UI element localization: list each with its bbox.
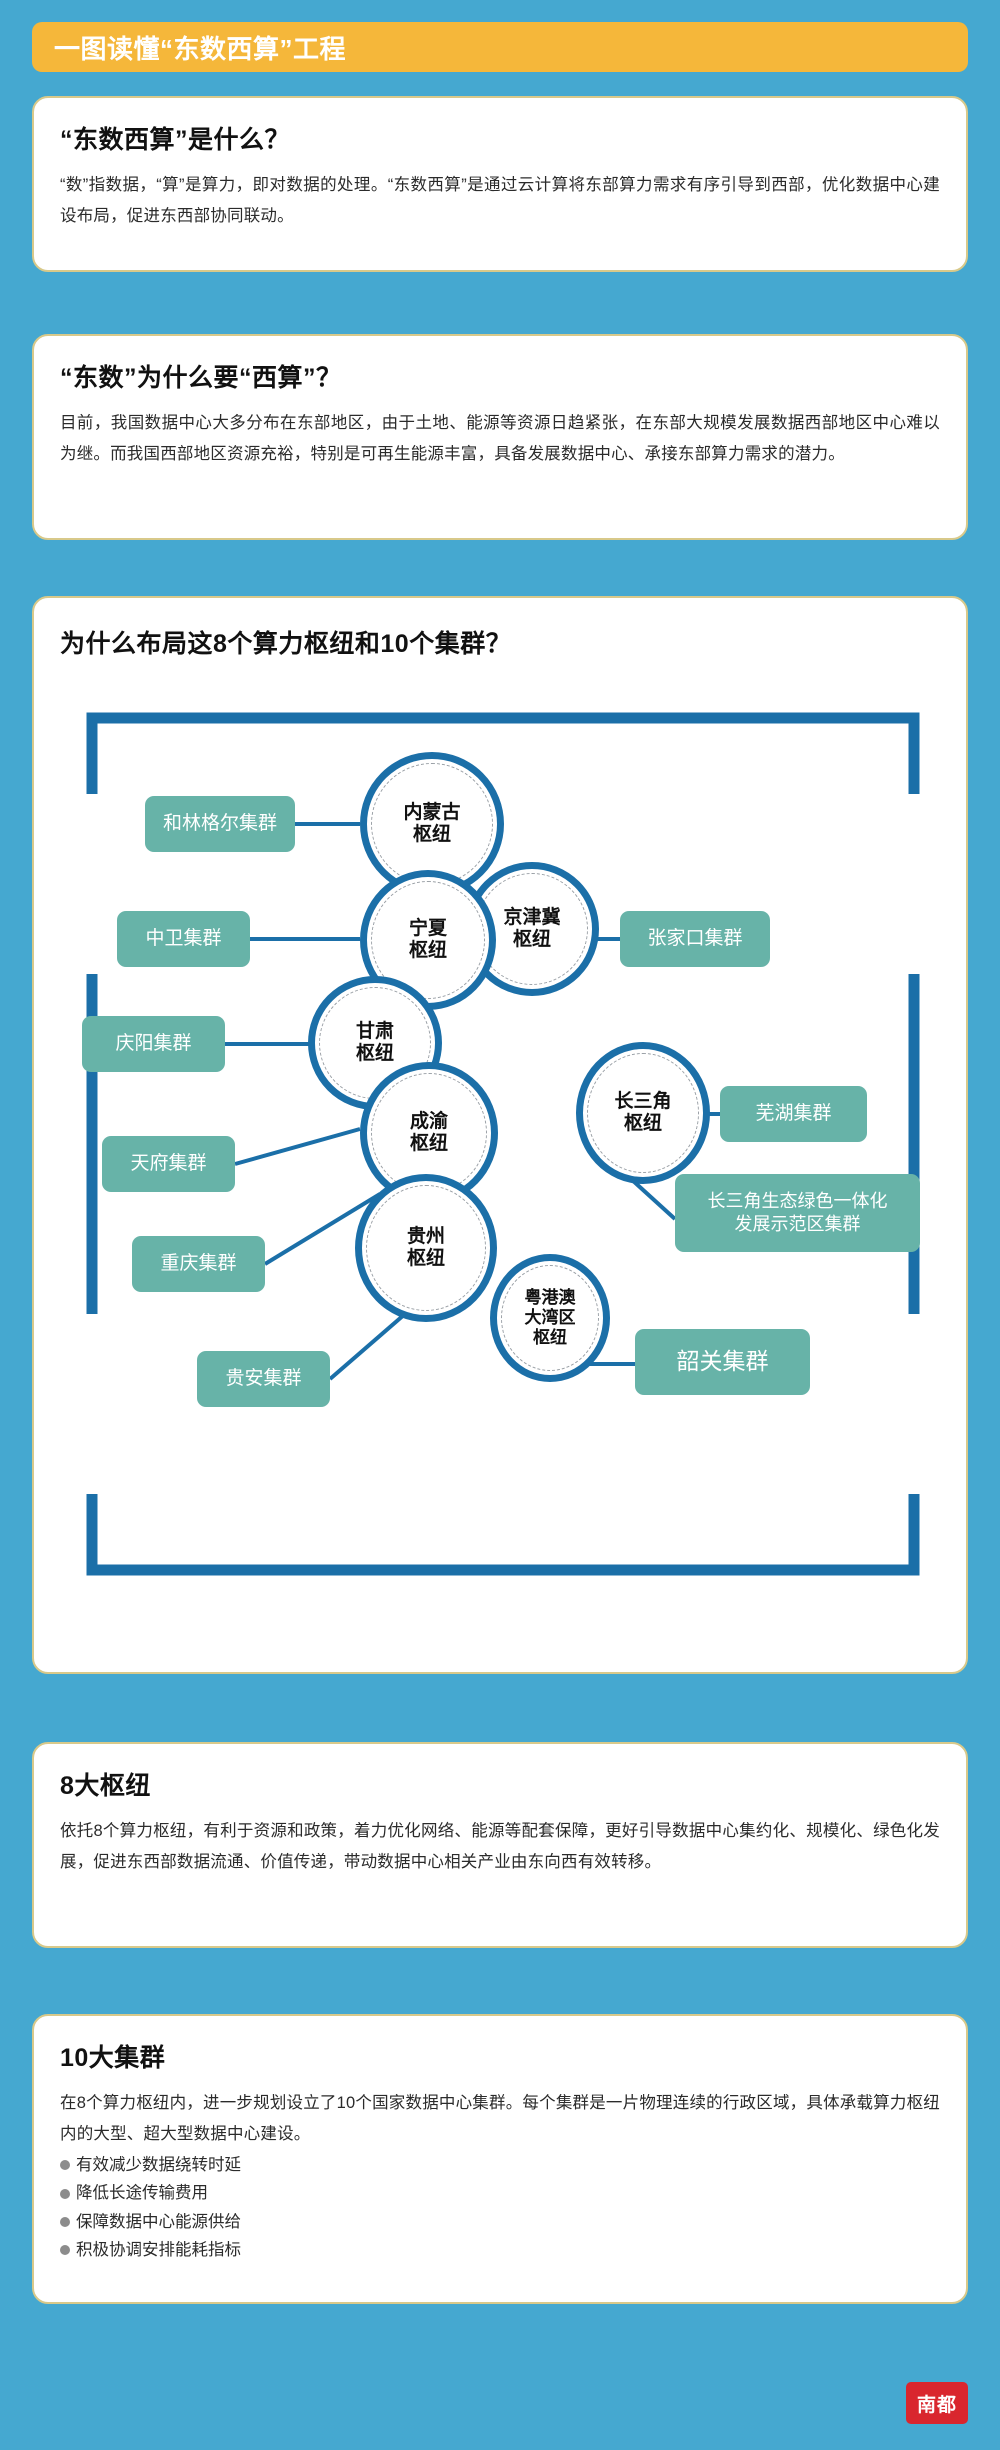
banner-title: 一图读懂“东数西算”工程 — [54, 33, 347, 64]
card-hubs-body: 依托8个算力枢纽，有利于资源和政策，着力优化网络、能源等配套保障，更好引导数据中… — [60, 1822, 940, 1871]
cluster-tianfu: 天府集群 — [102, 1136, 235, 1192]
list-item: 有效减少数据绕转时延 — [60, 2151, 940, 2179]
cluster-guian-label: 贵安集群 — [225, 1367, 302, 1389]
card-why-body: 目前，我国数据中心大多分布在东部地区，由于土地、能源等资源日趋紧张，在东部大规模… — [60, 414, 940, 463]
card-what-is: “东数西算”是什么？ “数”指数据，“算”是算力，即对数据的处理。“东数西算”是… — [32, 96, 968, 272]
card-why-title: “东数”为什么要“西算”？ — [60, 364, 342, 392]
publisher-logo-label: 南都 — [916, 2394, 957, 2416]
card-eight-hubs: 8大枢纽 依托8个算力枢纽，有利于资源和政策，着力优化网络、能源等配套保障，更好… — [32, 1742, 968, 1948]
cluster-chongqing: 重庆集群 — [132, 1236, 265, 1292]
hub-changsanjiao-label: 长三角枢纽 — [614, 1090, 672, 1134]
cluster-qingyang-label: 庆阳集群 — [115, 1032, 192, 1054]
diagram-connector-layer — [86, 712, 920, 1576]
hub-chengyu: 成渝枢纽 — [360, 1062, 498, 1204]
cluster-wuhu: 芜湖集群 — [720, 1086, 867, 1142]
cluster-wuhu-label: 芜湖集群 — [755, 1102, 832, 1124]
card-layout-title: 为什么布局这8个算力枢纽和10个集群？ — [60, 630, 512, 658]
bullet-label: 有效减少数据绕转时延 — [76, 2156, 241, 2175]
hub-yuegangao-label: 粤港澳大湾区枢纽 — [524, 1287, 576, 1348]
bullet-label: 降低长途传输费用 — [76, 2184, 208, 2203]
bullet-dot-icon — [60, 2216, 70, 2227]
clusters-benefit-list: 有效减少数据绕转时延 降低长途传输费用 保障数据中心能源供给 积极协调安排能耗指… — [60, 2151, 940, 2265]
hub-ningxia-label: 宁夏枢纽 — [408, 917, 447, 961]
cluster-chongqing-label: 重庆集群 — [160, 1252, 237, 1274]
bullet-label: 保障数据中心能源供给 — [76, 2212, 241, 2231]
card-layout: 为什么布局这8个算力枢纽和10个集群？ — [32, 596, 968, 1674]
bullet-dot-icon — [60, 2188, 70, 2199]
cluster-changsanjiao-shifanqu-label: 长三角生态绿色一体化发展示范区集群 — [707, 1190, 888, 1234]
cluster-shaoguan: 韶关集群 — [635, 1329, 810, 1395]
hub-gansu-label: 甘肃枢纽 — [355, 1020, 394, 1064]
hub-changsanjiao: 长三角枢纽 — [576, 1042, 710, 1184]
list-item: 保障数据中心能源供给 — [60, 2208, 940, 2236]
hub-jingjinji-label: 京津冀枢纽 — [503, 906, 561, 950]
bullet-dot-icon — [60, 2245, 70, 2256]
card-why: “东数”为什么要“西算”？ 目前，我国数据中心大多分布在东部地区，由于土地、能源… — [32, 334, 968, 540]
cluster-zhangjiakou: 张家口集群 — [620, 911, 770, 967]
cluster-helingeer: 和林格尔集群 — [145, 796, 295, 852]
cluster-tianfu-label: 天府集群 — [130, 1152, 207, 1174]
hub-yuegangao: 粤港澳大湾区枢纽 — [490, 1254, 610, 1382]
card-ten-clusters: 10大集群 在8个算力枢纽内，进一步规划设立了10个国家数据中心集群。每个集群是… — [32, 2014, 968, 2304]
hub-guizhou: 贵州枢纽 — [355, 1174, 497, 1322]
card-what-body: “数”指数据，“算”是算力，即对数据的处理。“东数西算”是通过云计算将东部算力需… — [60, 176, 940, 225]
bullet-dot-icon — [60, 2160, 70, 2171]
cluster-qingyang: 庆阳集群 — [82, 1016, 225, 1072]
cluster-changsanjiao-shifanqu: 长三角生态绿色一体化发展示范区集群 — [675, 1174, 920, 1252]
hub-cluster-diagram: 内蒙古枢纽 京津冀枢纽 宁夏枢纽 甘肃枢纽 成渝枢纽 贵州枢纽 — [60, 674, 944, 1634]
hub-guizhou-label: 贵州枢纽 — [406, 1225, 445, 1269]
card-clusters-body: 在8个算力枢纽内，进一步规划设立了10个国家数据中心集群。每个集群是一片物理连续… — [60, 2094, 940, 2143]
bullet-label: 积极协调安排能耗指标 — [76, 2241, 241, 2260]
cluster-zhangjiakou-label: 张家口集群 — [647, 927, 743, 949]
card-hubs-title: 8大枢纽 — [60, 1772, 151, 1800]
connector-lines — [225, 822, 720, 1381]
list-item: 积极协调安排能耗指标 — [60, 2236, 940, 2264]
list-item: 降低长途传输费用 — [60, 2179, 940, 2207]
title-banner: 一图读懂“东数西算”工程 — [32, 22, 968, 72]
hub-chengyu-label: 成渝枢纽 — [409, 1110, 448, 1154]
cluster-helingeer-label: 和林格尔集群 — [162, 812, 277, 834]
card-clusters-title: 10大集群 — [60, 2044, 166, 2072]
cluster-zhongwei-label: 中卫集群 — [145, 927, 222, 949]
publisher-logo: 南都 — [906, 2382, 968, 2424]
cluster-zhongwei: 中卫集群 — [117, 911, 250, 967]
cluster-shaoguan-label: 韶关集群 — [676, 1348, 769, 1375]
cluster-guian: 贵安集群 — [197, 1351, 330, 1407]
card-what-title: “东数西算”是什么？ — [60, 126, 291, 154]
hub-neimenggu-label: 内蒙古枢纽 — [403, 801, 461, 845]
